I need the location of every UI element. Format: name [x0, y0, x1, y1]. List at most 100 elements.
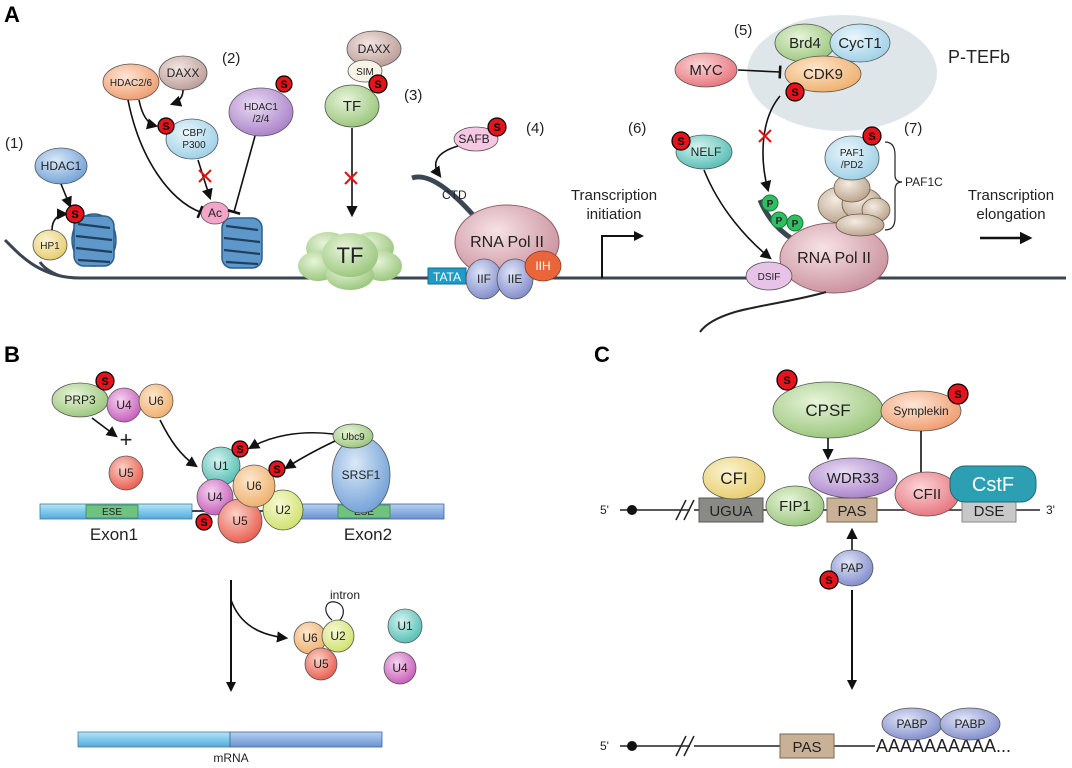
hdac124-label-2: /2/4 — [253, 114, 270, 125]
dna-strand-a — [3, 238, 1066, 280]
polya-tail: AAAAAAAAAA... — [876, 736, 1011, 756]
hdac26-protein — [102, 63, 160, 101]
svg-text:S: S — [374, 79, 381, 91]
u4-label-spliceosome: U4 — [207, 490, 223, 504]
panel-label-b: B — [4, 342, 20, 367]
svg-text:P: P — [776, 216, 783, 227]
sumo-badge-1: S — [65, 204, 85, 224]
svg-text:S: S — [200, 517, 207, 529]
sumo-badge-4: S — [368, 74, 388, 94]
myc-label: MYC — [689, 62, 723, 79]
five-prime-label-2: 5' — [600, 739, 609, 753]
u1-snrnp-released — [387, 608, 423, 644]
u6-label-spliceosome: U6 — [246, 479, 262, 493]
paf1c-label: PAF1C — [905, 175, 943, 189]
ptefb-label: P-TEFb — [948, 47, 1010, 67]
intron-label: intron — [330, 588, 360, 602]
iih-label: IIH — [535, 259, 550, 273]
hdac124-label-1: HDAC1 — [244, 102, 278, 113]
u5-label-spliceosome: U5 — [232, 514, 248, 528]
cfii-label: CFII — [913, 486, 941, 503]
step-1-label: (1) — [5, 135, 23, 152]
ese-box-1 — [85, 504, 139, 519]
pabp-label-2: PABP — [954, 717, 985, 731]
block-cross-3 — [344, 171, 358, 185]
plus-sign: + — [120, 427, 133, 452]
tss-arrow — [601, 231, 644, 278]
prp3-label: PRP3 — [64, 393, 96, 407]
sumo-badge-7: S — [671, 131, 691, 151]
arrow-prp3-plus — [91, 417, 118, 438]
tf-protein-small — [324, 84, 380, 128]
elongation-label-1: Transcription — [968, 187, 1054, 204]
phospho-p2: P — [770, 211, 788, 229]
pas-element-2 — [779, 733, 835, 759]
break-mark-2 — [675, 735, 695, 757]
u1-label-spliceosome: U1 — [213, 459, 229, 473]
u2-label-released: U2 — [330, 629, 346, 643]
paf1-label-2: /PD2 — [841, 160, 864, 171]
arrow-ubc9-u6 — [284, 440, 336, 470]
arrow-release — [230, 599, 289, 643]
sumo-badge-10: S — [231, 440, 249, 458]
ese-label-1: ESE — [102, 507, 122, 518]
rna-pol-label-1: RNA Pol II — [470, 234, 544, 251]
safb-label: SAFB — [458, 132, 489, 146]
svg-text:P: P — [792, 219, 799, 230]
paf1-protein — [824, 135, 880, 181]
step-4-label: (4) — [526, 120, 544, 137]
iif-label: IIF — [477, 272, 491, 286]
hdac26-label: HDAC2/6 — [110, 78, 153, 89]
nelf-label: NELF — [691, 145, 722, 159]
pas-element — [826, 497, 878, 523]
u6-label-released: U6 — [302, 631, 318, 645]
mrna-exon2 — [229, 731, 383, 748]
mrna-exon1 — [77, 731, 231, 748]
arrow-ubc9-u1 — [248, 431, 334, 450]
ubc9-protein — [332, 423, 374, 449]
cdk9-label: CDK9 — [803, 66, 843, 83]
svg-text:S: S — [162, 121, 169, 133]
dna-strand-a-left — [38, 261, 61, 278]
sumo-badge-9: PRP3 S — [95, 371, 115, 391]
nucleosome-2 — [221, 217, 263, 269]
initiation-label-1: Transcription — [571, 187, 657, 204]
cbp-p300-protein — [165, 118, 219, 160]
u5-label-1: U5 — [118, 466, 134, 480]
cfi-label: CFI — [720, 469, 747, 488]
pabp-label-1: PABP — [896, 717, 927, 731]
hdac124-protein — [228, 87, 294, 137]
u6-label-1: U6 — [148, 394, 164, 408]
pap-protein — [830, 549, 874, 587]
svg-text:S: S — [677, 136, 684, 148]
ubc9-label: Ubc9 — [341, 432, 365, 443]
u6-snrnp-spliceosome — [232, 464, 276, 508]
brd4-label: Brd4 — [789, 35, 821, 52]
svg-text:S: S — [954, 389, 961, 401]
tf-complex — [298, 232, 402, 290]
mrna-label: mRNA — [213, 751, 248, 765]
svg-text:S: S — [791, 87, 798, 99]
svg-text:S: S — [868, 131, 875, 143]
arrow-tri-snrnp — [159, 419, 198, 468]
pre-mrna-5-cap — [627, 505, 637, 515]
svg-text:S: S — [493, 122, 500, 134]
tf-label-small: TF — [343, 98, 361, 115]
sumo-badge-13: S — [776, 369, 798, 391]
cstf-label: CstF — [972, 474, 1014, 496]
symplekin-label: Symplekin — [893, 404, 948, 418]
dsif-protein — [745, 261, 793, 291]
sumo-badge-3: S — [275, 75, 293, 93]
phospho-p1: P — [761, 194, 779, 212]
break-mark-1 — [675, 499, 695, 521]
cbp-label-1: CBP/ — [182, 128, 206, 139]
mature-mrna-5-cap — [627, 741, 637, 751]
svg-text:S: S — [236, 444, 243, 456]
panel-label-a: A — [4, 2, 20, 27]
phospho-p3: P — [786, 214, 804, 232]
dse-label: DSE — [974, 503, 1005, 520]
u2-label-spliceosome: U2 — [275, 503, 291, 517]
arrow-cbp-ac — [197, 159, 213, 201]
paf1c-complex — [817, 173, 891, 237]
